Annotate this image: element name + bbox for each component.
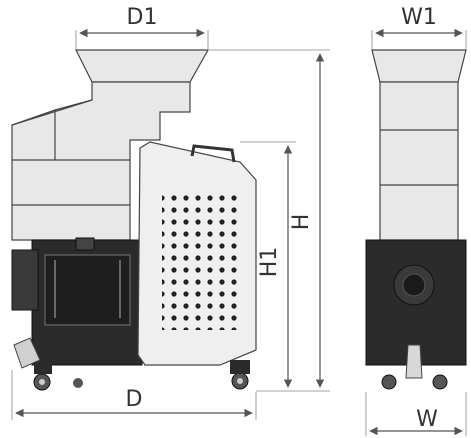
dim-d1: D1 <box>75 5 209 50</box>
side-hopper <box>75 49 210 83</box>
dim-label-w: W <box>416 407 438 432</box>
dim-label-d1: D1 <box>127 5 158 30</box>
dim-w: W <box>365 392 467 436</box>
side-control-panel <box>44 254 131 326</box>
dim-label-w1: W1 <box>401 5 437 30</box>
dim-label-h: H <box>289 214 314 231</box>
dim-d: D <box>11 370 257 420</box>
front-discharge-spout <box>405 344 423 379</box>
side-castor-wheels <box>33 360 250 391</box>
side-motor <box>11 249 39 311</box>
dim-w1: W1 <box>371 5 467 50</box>
side-upper-housing <box>11 81 191 241</box>
dim-h1: H1 <box>240 141 296 388</box>
front-housing <box>379 81 459 241</box>
dim-label-d: D <box>126 387 143 412</box>
side-discharge-spout <box>13 337 41 369</box>
side-vent-holes <box>162 190 240 330</box>
dim-h: H <box>208 49 330 392</box>
dim-label-h1: H1 <box>257 247 282 278</box>
side-door-handle <box>190 144 236 163</box>
front-hopper <box>371 49 467 83</box>
side-view <box>11 49 257 391</box>
front-view <box>365 49 467 390</box>
